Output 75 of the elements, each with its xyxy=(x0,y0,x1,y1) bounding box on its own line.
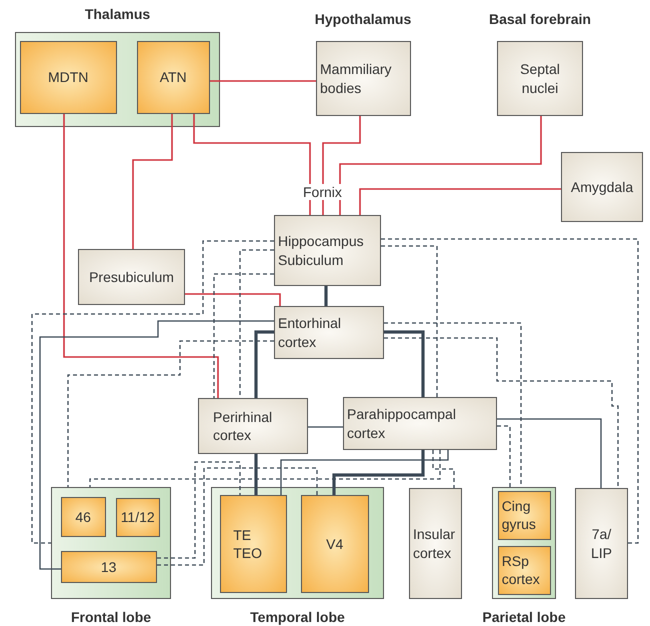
region-label: Parahippocampal cortex xyxy=(346,405,457,442)
region-heading: Hypothalamus xyxy=(314,11,412,27)
dashed-connection xyxy=(497,425,511,487)
region-label: ATN xyxy=(158,68,188,86)
connection-line xyxy=(254,454,258,495)
brain-region-box xyxy=(78,249,185,305)
connection-line xyxy=(339,116,542,215)
region-label: Septal nuclei xyxy=(519,60,561,97)
region-label: Amygdala xyxy=(570,178,634,196)
connection-line xyxy=(359,188,561,215)
brain-region-box xyxy=(198,398,308,454)
connection-line xyxy=(384,330,425,397)
brain-region-box xyxy=(409,488,462,599)
dashed-connection xyxy=(381,238,639,544)
region-label: MDTN xyxy=(46,68,90,86)
brain-region-box xyxy=(316,41,411,116)
region-label: Presubiculum xyxy=(88,268,175,286)
region-label: 13 xyxy=(100,558,118,576)
connection-line xyxy=(280,450,449,495)
region-heading: Frontal lobe xyxy=(70,609,152,625)
brain-region-box xyxy=(497,41,583,116)
connection-line xyxy=(132,114,173,249)
connection-line xyxy=(324,286,328,306)
dashed-connection xyxy=(239,249,274,398)
connection-line xyxy=(308,426,343,428)
brain-region-box xyxy=(220,494,287,593)
brain-region-box xyxy=(274,306,384,359)
connection-line xyxy=(39,320,274,570)
brain-region-box xyxy=(343,397,497,450)
region-heading: Parietal lobe xyxy=(481,609,567,625)
brain-region-box xyxy=(561,152,643,222)
connection-line xyxy=(254,330,274,398)
tract-label: Fornix xyxy=(302,184,343,200)
region-label: Insular cortex xyxy=(412,525,456,562)
region-label: Perirhinal cortex xyxy=(212,408,274,444)
dashed-connection xyxy=(432,450,455,488)
dashed-connection xyxy=(384,337,619,488)
region-label: 11/12 xyxy=(120,508,156,526)
dashed-connection xyxy=(157,461,241,559)
brain-region-box xyxy=(60,496,106,537)
region-label: Cing gyrus xyxy=(500,497,537,534)
region-label: 46 xyxy=(74,508,92,526)
region-label: 7a/ LIP xyxy=(590,525,613,562)
brain-region-box xyxy=(116,498,160,537)
brain-region-box xyxy=(136,40,210,114)
dashed-connection xyxy=(89,450,441,487)
connection-line xyxy=(63,114,219,398)
region-heading: Temporal lobe xyxy=(249,609,346,625)
region-label: Mammiliary bodies xyxy=(319,60,393,97)
brain-region-box xyxy=(60,550,157,583)
region-label: TE TEO xyxy=(232,526,263,562)
connection-line xyxy=(185,293,281,306)
region-label: Entorhinal cortex xyxy=(277,314,342,351)
connection-line xyxy=(497,418,602,488)
dashed-connection xyxy=(67,340,274,487)
connection-line xyxy=(332,450,425,495)
dashed-connection xyxy=(157,467,318,566)
brain-region-box xyxy=(20,40,117,114)
brain-region-box xyxy=(575,488,628,599)
region-heading: Thalamus xyxy=(84,6,152,22)
dashed-connection xyxy=(384,322,522,487)
connection-line xyxy=(322,116,361,215)
region-label: Hippocampus Subiculum xyxy=(277,232,365,269)
brain-region-box xyxy=(498,546,551,595)
dashed-connection xyxy=(213,273,274,398)
brain-region-box xyxy=(274,215,381,286)
region-heading: Basal forebrain xyxy=(489,11,591,27)
connection-line xyxy=(193,114,311,215)
connection-line xyxy=(210,80,316,82)
brain-region-box xyxy=(498,490,551,540)
brain-region-box xyxy=(300,494,369,593)
dashed-connection xyxy=(31,240,274,544)
region-label: RSp cortex xyxy=(500,552,541,588)
region-label: V4 xyxy=(325,534,344,553)
dashed-connection xyxy=(381,245,438,397)
